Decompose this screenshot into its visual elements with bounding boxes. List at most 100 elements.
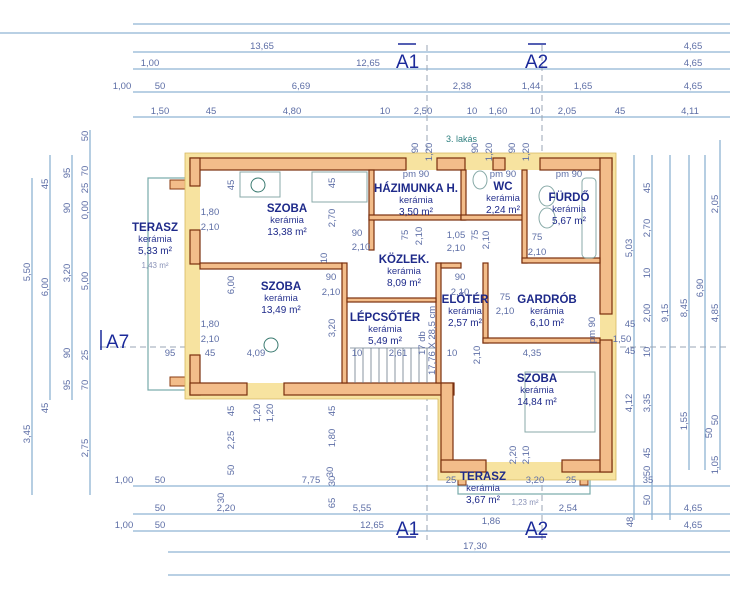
dimension-label: 2,50 — [414, 106, 433, 117]
dimension-label: 2,10 — [322, 287, 341, 298]
dimension-label: 2,61 — [389, 348, 408, 359]
dimension-label: 2,38 — [453, 81, 472, 92]
section-marker-a2-top: A2 — [525, 52, 548, 73]
room-name: FÜRDŐ — [549, 191, 590, 204]
dimension-label: 3,20 — [327, 319, 338, 338]
dimension-label: 2,70 — [327, 209, 338, 228]
dimension-label: 4,80 — [283, 106, 302, 117]
room-name: SZOBA — [517, 373, 557, 385]
dimension-label: 45 — [40, 179, 51, 190]
dimension-label: 4,65 — [684, 41, 703, 52]
dimension-label: 1,00 — [141, 58, 160, 69]
dimension-label: 45 — [615, 106, 626, 117]
dimension-label: 13,65 — [250, 41, 274, 52]
dimension-label: 70 — [80, 166, 91, 177]
dimension-label: 2,10 — [496, 306, 515, 317]
dimension-label: 1,50 — [151, 106, 170, 117]
dimension-label: 25 — [446, 475, 457, 486]
dimension-label: 2,20 — [508, 446, 519, 465]
dimension-label: 45 — [205, 348, 216, 359]
dimension-label: 45 — [226, 406, 237, 417]
dimension-label: 50 — [226, 465, 237, 476]
dimension-label: pm 90 — [556, 169, 582, 180]
room-name: TERASZ — [460, 471, 506, 483]
room-material: kerámia — [399, 195, 434, 206]
dimension-label: 45 — [327, 406, 338, 417]
dimension-label: 2,10 — [528, 247, 547, 258]
dimension-label: 1,00 — [115, 520, 134, 531]
dimension-label: 90 — [507, 143, 518, 154]
dimension-label: 65 — [327, 498, 338, 509]
room-area: 3,50 m² — [399, 207, 434, 218]
dimension-label: 45 — [625, 319, 636, 330]
dimension-label: 1,00 — [113, 81, 132, 92]
dimension-label: 90 — [410, 143, 421, 154]
dimension-label: 1,60 — [489, 106, 508, 117]
room-area: 5,67 m² — [552, 216, 587, 227]
dimension-label: 2,05 — [558, 106, 577, 117]
dimension-label: 6,69 — [292, 81, 311, 92]
dimension-label: 2,10 — [201, 334, 220, 345]
room-name: GARDRÓB — [517, 293, 576, 306]
dimension-label: 6,90 — [695, 279, 706, 298]
dimension-label: 3,20 — [62, 264, 73, 283]
stair-count: 17 db — [417, 331, 428, 355]
dimension-label: 95 — [62, 168, 73, 179]
dimension-label: 2,54 — [559, 503, 578, 514]
dimension-label: 50 — [155, 475, 166, 486]
dimension-label: 48 — [625, 517, 636, 528]
dimension-label: 1,20 — [521, 143, 532, 162]
dimension-label: 2,10 — [481, 231, 492, 250]
room-area: 13,38 m² — [267, 227, 307, 238]
dimension-label: 1,05 — [447, 230, 466, 241]
room-area: 14,84 m² — [517, 397, 557, 408]
section-marker-a1-top: A1 — [396, 52, 419, 73]
dimension-label: 3,20 — [526, 475, 545, 486]
room-material: kerámia — [138, 234, 173, 245]
dimension-label: 2,05 — [710, 195, 721, 214]
dimension-label: 1,20 — [265, 404, 276, 423]
dimension-label: 1,20 — [424, 143, 435, 162]
room-name: SZOBA — [267, 203, 307, 215]
dimension-label: 4,85 — [710, 304, 721, 323]
dimension-label: 4,35 — [523, 348, 542, 359]
dimension-label: 4,65 — [684, 520, 703, 531]
dimension-label: 1,86 — [482, 516, 501, 527]
dimension-label: 25 — [80, 350, 91, 361]
dimension-label: 25 — [80, 183, 91, 194]
walls — [189, 157, 613, 473]
dimension-label: 10 — [352, 348, 363, 359]
apartment-label: 3. lakás — [446, 134, 478, 144]
dimension-label: 50 — [642, 495, 653, 506]
stair — [350, 347, 436, 383]
dimension-label: 75 — [500, 292, 511, 303]
room-area: 13,49 m² — [261, 305, 301, 316]
dimension-label: 30 — [327, 476, 338, 487]
dimension-label: 1,65 — [574, 81, 593, 92]
room-area: 2,57 m² — [448, 318, 483, 329]
dimension-label: 75 — [470, 230, 481, 241]
dimension-label: 1,80 — [201, 207, 220, 218]
dimension-label: 8,45 — [679, 299, 690, 318]
dimension-label: 2,10 — [414, 227, 425, 246]
dimension-label: 2,70 — [642, 219, 653, 238]
dimension-label: 10 — [467, 106, 478, 117]
dimension-label: 90 — [62, 203, 73, 214]
dimension-label: 3,35 — [642, 394, 653, 413]
room-material: kerámia — [448, 306, 483, 317]
dimension-label: 1,80 — [327, 429, 338, 448]
dimension-label: 50 — [155, 520, 166, 531]
room-material: kerámia — [530, 306, 565, 317]
room-material: kerámia — [368, 324, 403, 335]
stair-size: 17,76 X 28,5 cm — [427, 306, 438, 375]
fixtures — [239, 170, 597, 433]
room-area: 3,67 m² — [466, 495, 501, 506]
